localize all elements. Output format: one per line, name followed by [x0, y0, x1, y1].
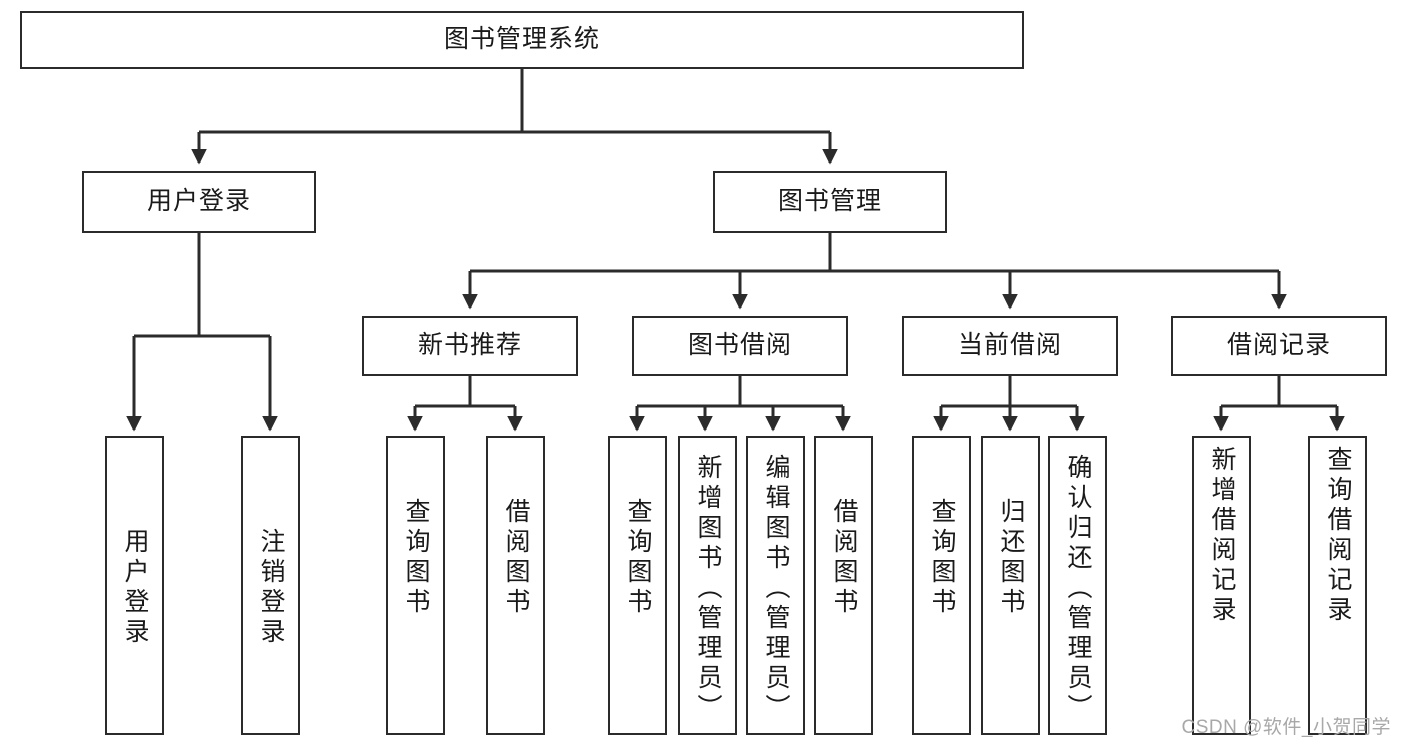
node-leaf-return-book-label: 归还图书	[997, 498, 1025, 618]
node-leaf-borrow-book-2-label: 借阅图书	[830, 498, 858, 618]
node-leaf-query-book-2[interactable]: 查询图书	[608, 436, 667, 735]
node-leaf-return-book[interactable]: 归还图书	[981, 436, 1040, 735]
node-leaf-confirm-return-admin[interactable]: 确认归还（管理员）	[1048, 436, 1107, 735]
node-book-manage[interactable]: 图书管理	[713, 171, 947, 233]
node-borrow-record[interactable]: 借阅记录	[1171, 316, 1387, 376]
node-leaf-add-borrow-record[interactable]: 新增借阅记录	[1192, 436, 1251, 735]
node-leaf-borrow-book-1-label: 借阅图书	[502, 498, 530, 618]
node-leaf-borrow-book-2[interactable]: 借阅图书	[814, 436, 873, 735]
node-leaf-user-login[interactable]: 用户登录	[105, 436, 164, 735]
node-book-borrow[interactable]: 图书借阅	[632, 316, 848, 376]
node-leaf-edit-book-admin[interactable]: 编辑图书（管理员）	[746, 436, 805, 735]
node-leaf-query-borrow-record[interactable]: 查询借阅记录	[1308, 436, 1367, 735]
node-book-manage-label: 图书管理	[777, 187, 882, 216]
node-root[interactable]: 图书管理系统	[20, 11, 1024, 69]
node-user-login-label: 用户登录	[146, 187, 251, 216]
node-leaf-query-book-3[interactable]: 查询图书	[912, 436, 971, 735]
node-leaf-edit-book-admin-label: 编辑图书（管理员）	[762, 454, 790, 724]
node-leaf-borrow-book-1[interactable]: 借阅图书	[486, 436, 545, 735]
node-leaf-user-login-label: 用户登录	[121, 528, 149, 648]
node-root-label: 图书管理系统	[443, 25, 600, 54]
node-new-book-recommend-label: 新书推荐	[417, 331, 522, 360]
node-new-book-recommend[interactable]: 新书推荐	[362, 316, 578, 376]
node-user-login[interactable]: 用户登录	[82, 171, 316, 233]
watermark-text: CSDN @软件_小贺同学	[1181, 717, 1391, 738]
node-leaf-add-book-admin-label: 新增图书（管理员）	[694, 454, 722, 724]
node-leaf-confirm-return-admin-label: 确认归还（管理员）	[1064, 454, 1092, 724]
node-leaf-query-book-3-label: 查询图书	[928, 498, 956, 618]
node-leaf-query-borrow-record-label: 查询借阅记录	[1324, 446, 1352, 626]
node-leaf-logout-login-label: 注销登录	[257, 528, 285, 648]
node-leaf-query-book-1-label: 查询图书	[402, 498, 430, 618]
node-book-borrow-label: 图书借阅	[687, 331, 792, 360]
node-borrow-record-label: 借阅记录	[1226, 331, 1331, 360]
node-leaf-add-book-admin[interactable]: 新增图书（管理员）	[678, 436, 737, 735]
node-current-borrow[interactable]: 当前借阅	[902, 316, 1118, 376]
node-leaf-add-borrow-record-label: 新增借阅记录	[1208, 446, 1236, 626]
node-leaf-query-book-1[interactable]: 查询图书	[386, 436, 445, 735]
node-current-borrow-label: 当前借阅	[957, 331, 1062, 360]
node-leaf-query-book-2-label: 查询图书	[624, 498, 652, 618]
node-leaf-logout-login[interactable]: 注销登录	[241, 436, 300, 735]
